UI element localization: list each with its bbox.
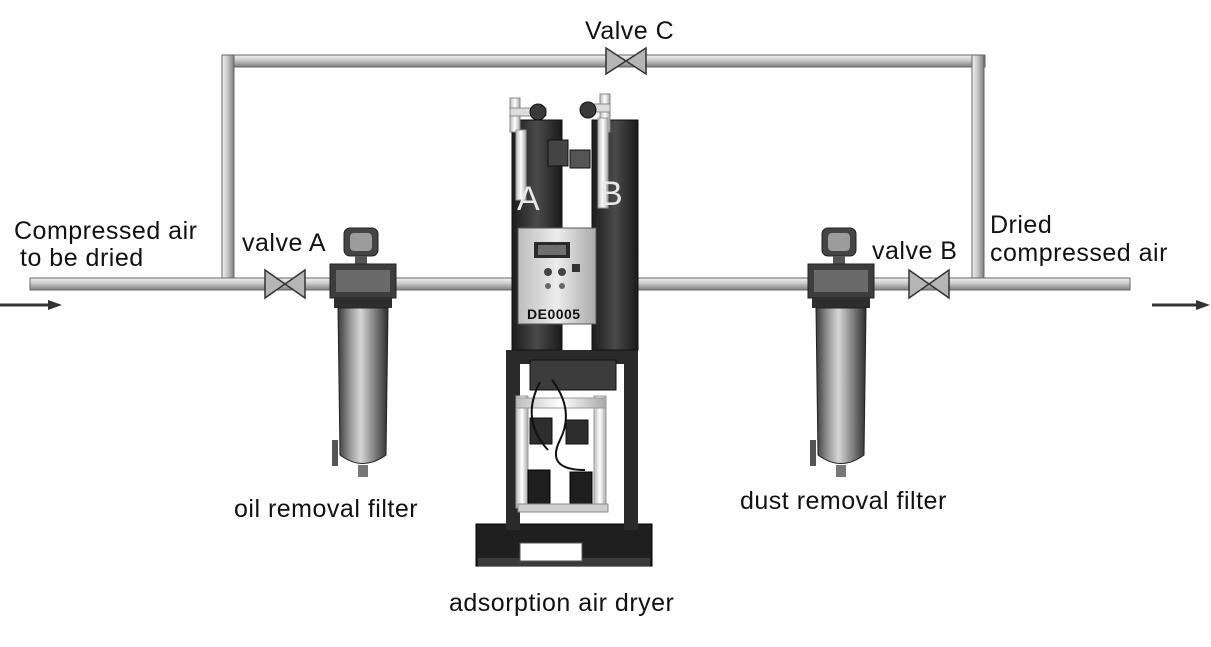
inlet-label-line2: to be dried	[20, 244, 144, 272]
outlet-label-line2: compressed air	[990, 239, 1168, 267]
inlet-label-line1: Compressed air	[14, 217, 198, 245]
outlet-arrow-icon	[1152, 300, 1210, 310]
dryer-label: adsorption air dryer	[449, 589, 675, 617]
tower-a-label: A	[517, 180, 541, 218]
dust-filter-icon[interactable]	[807, 227, 875, 477]
outlet-label-line1: Dried	[990, 211, 1053, 239]
valve-c-icon[interactable]	[605, 46, 647, 76]
valve-a-label: valve A	[242, 229, 327, 257]
bypass-pipe	[221, 54, 986, 286]
valve-b-icon[interactable]	[908, 268, 950, 300]
tower-b-label: B	[600, 175, 624, 213]
dryer-icon[interactable]	[475, 93, 653, 567]
valve-b-label: valve B	[872, 237, 958, 265]
inlet-arrow-icon	[0, 300, 62, 310]
valve-c-label: Valve C	[585, 17, 675, 45]
valve-a-icon[interactable]	[264, 268, 306, 300]
oil-filter-icon[interactable]	[329, 227, 397, 477]
dryer-model-label: DE0005	[527, 306, 581, 322]
oil-filter-label: oil removal filter	[234, 495, 419, 523]
dust-filter-label: dust removal filter	[740, 487, 947, 515]
